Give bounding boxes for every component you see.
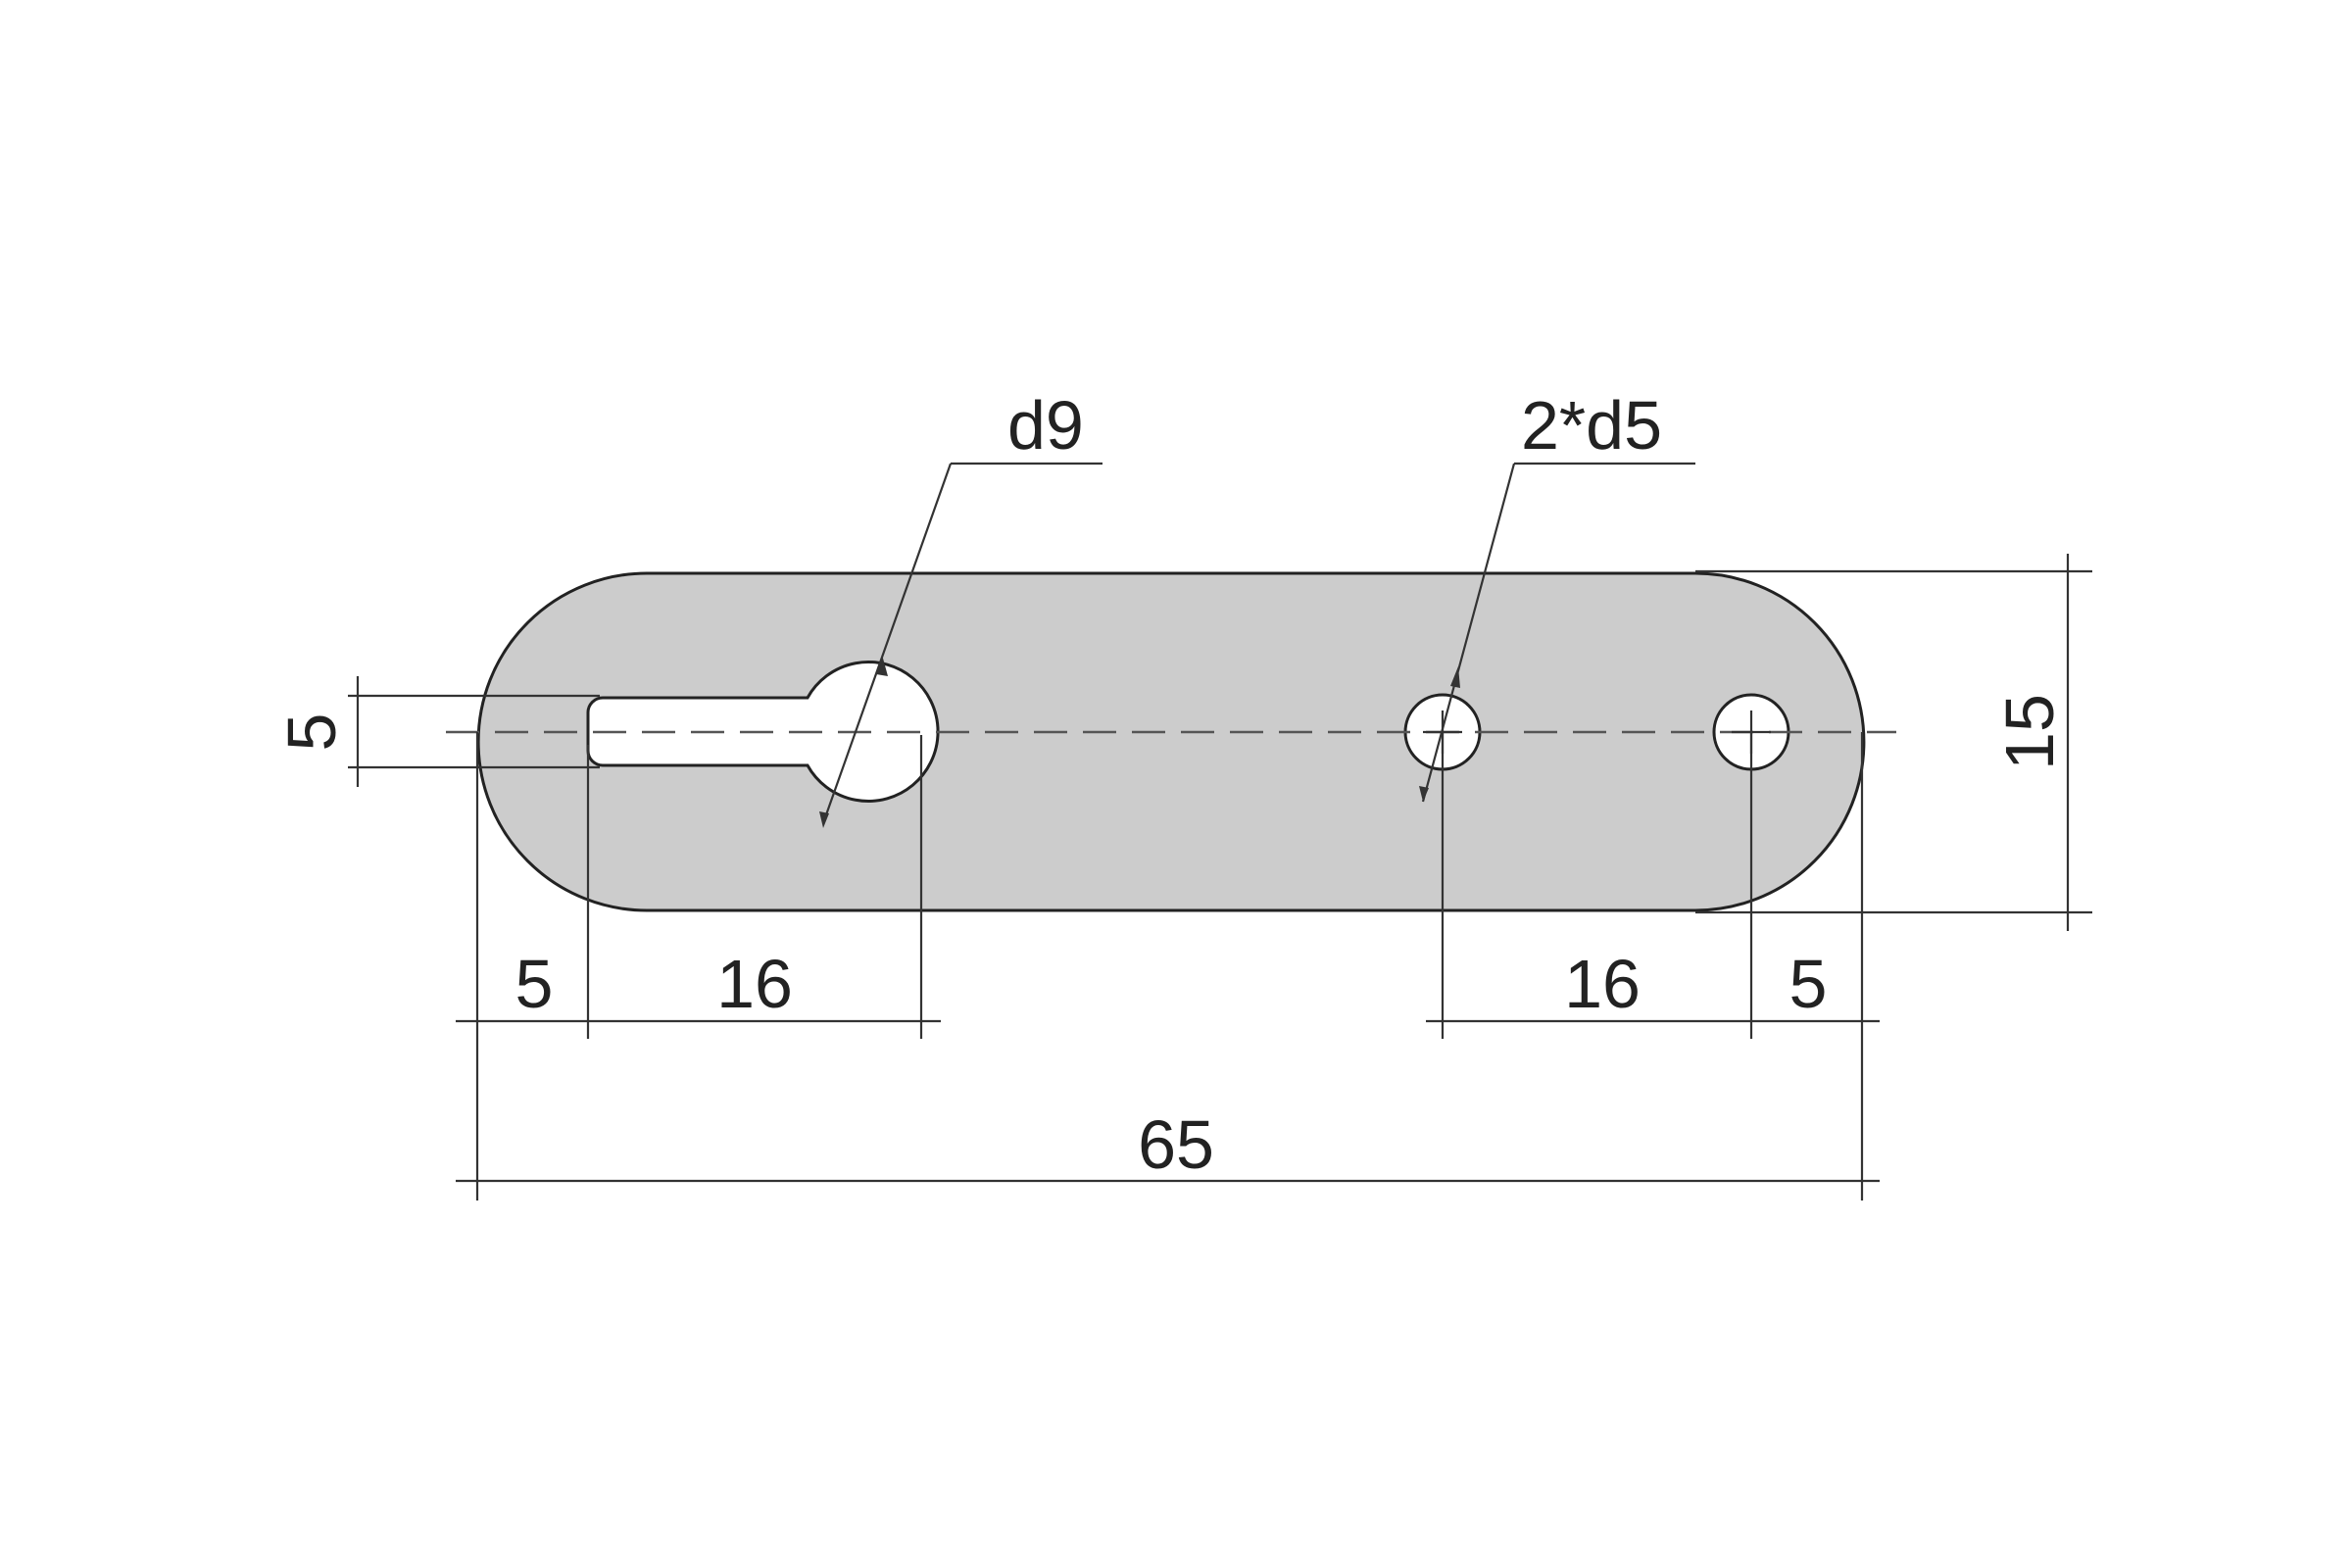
plate-body: [476, 571, 1866, 912]
slot-width-label: 5: [273, 713, 350, 752]
d9-label: d9: [1007, 387, 1084, 464]
hole-to-hole-label: 16: [1564, 946, 1641, 1022]
left-edge-to-slot-label: 5: [515, 946, 554, 1022]
d9-arrow-bottom: [819, 811, 829, 828]
d5-arrow-top: [1450, 666, 1460, 688]
slot-to-keyhole-label: 16: [716, 946, 793, 1022]
d9-arrow-top: [876, 655, 888, 676]
d9-leader: [821, 463, 953, 824]
height-label: 15: [1991, 694, 2068, 770]
overall-length-label: 65: [1138, 1106, 1214, 1183]
d5-leader: [1421, 463, 1516, 803]
hole-to-edge-label: 5: [1789, 946, 1828, 1022]
d5-arrow-bottom: [1419, 786, 1429, 802]
d5-label: 2*d5: [1521, 387, 1662, 464]
